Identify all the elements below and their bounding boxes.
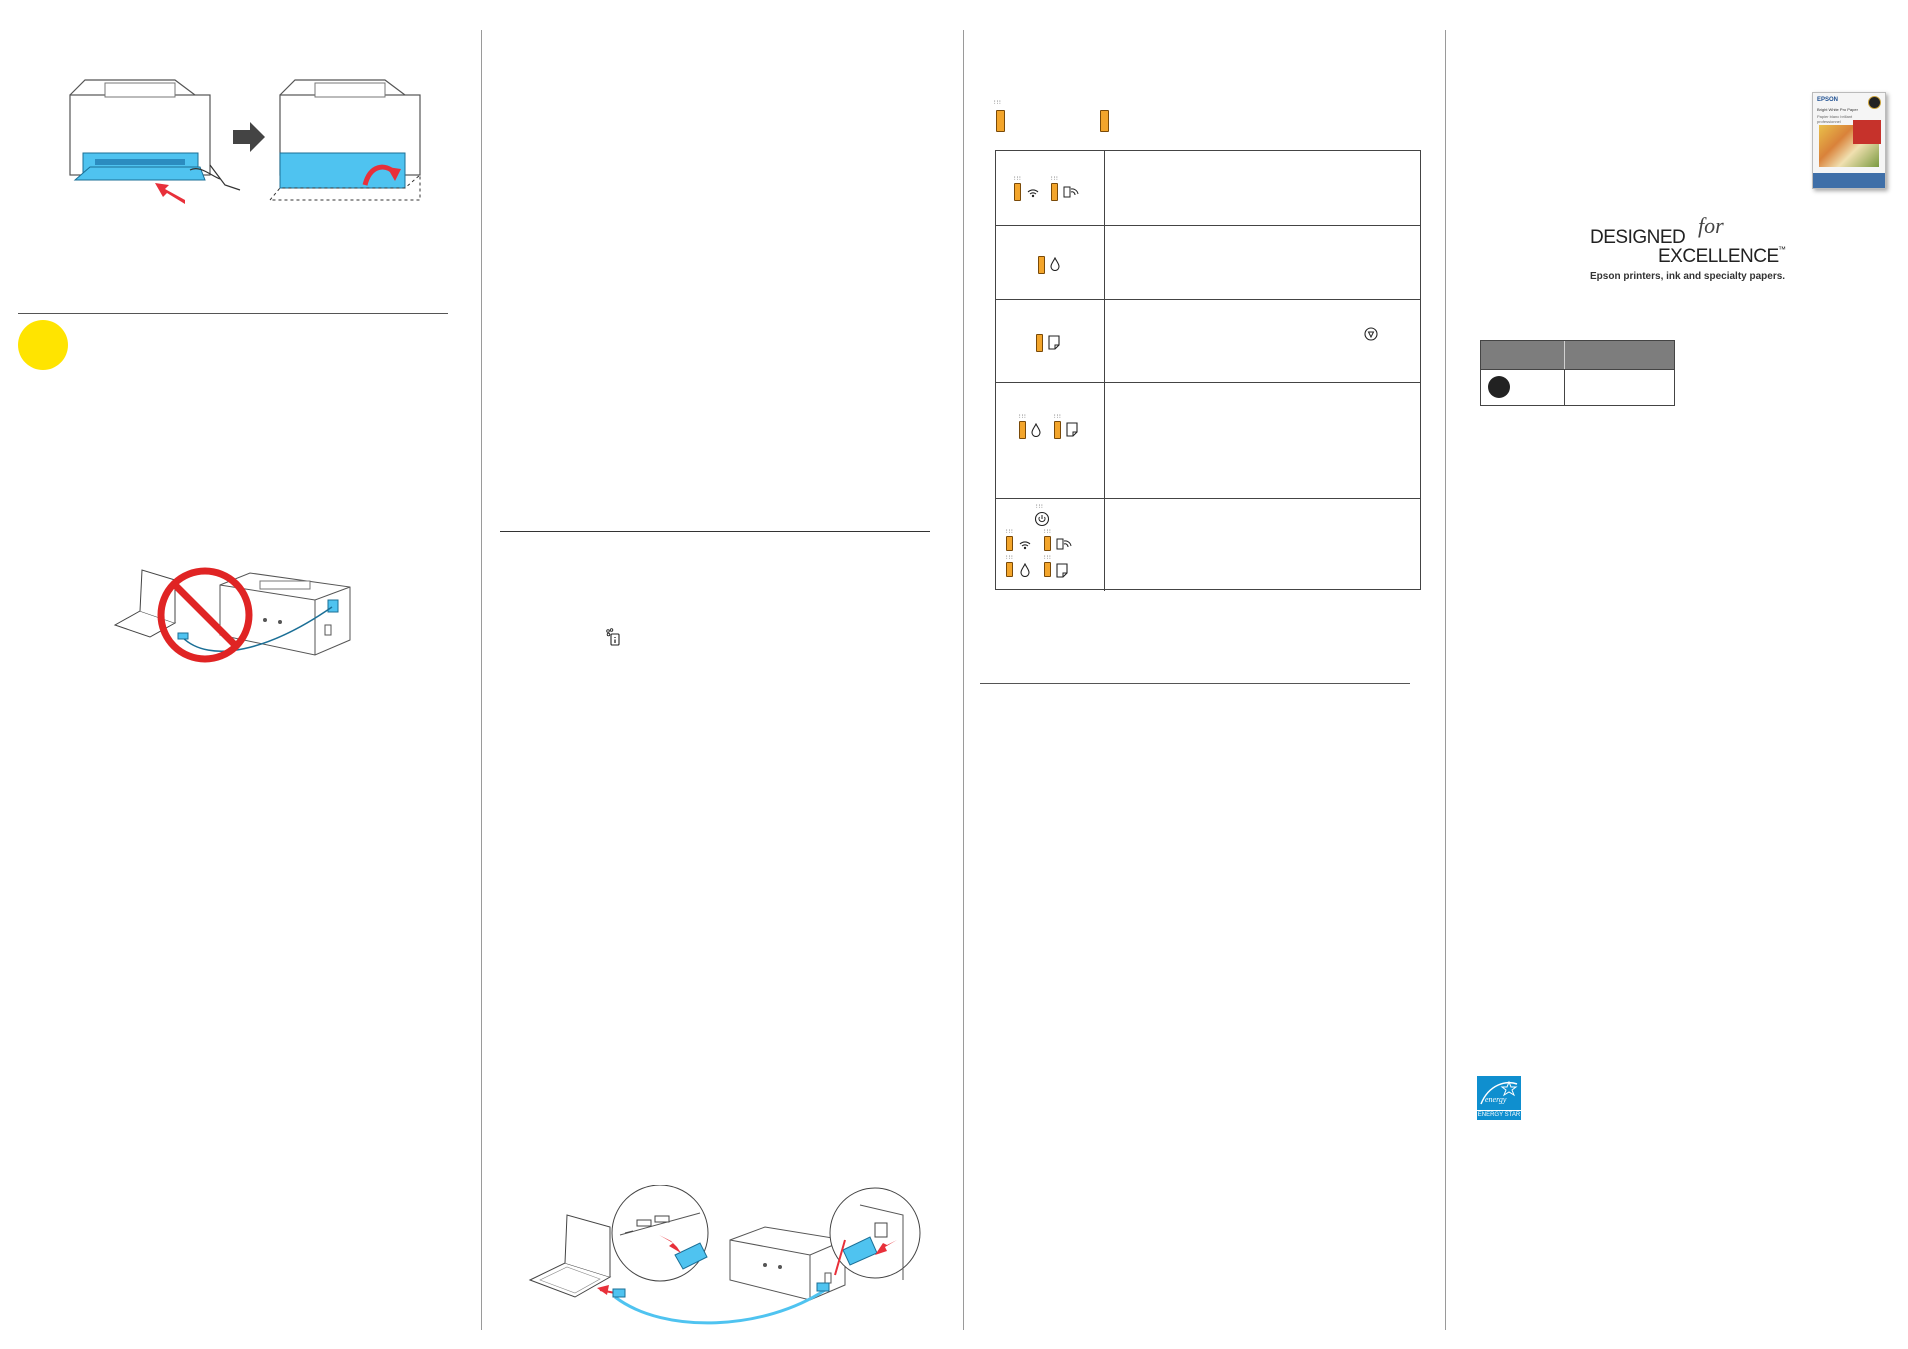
indicator-flashing-icon: [996, 110, 1005, 132]
paper-type-table: [1480, 340, 1675, 406]
logo-tagline: Epson printers, ink and specialty papers…: [1590, 271, 1786, 282]
light-pattern-cell: ⁝⁝⁝ ⁝⁝⁝: [996, 151, 1105, 225]
paper-package-band: [1813, 173, 1885, 188]
light-pattern-cell: [996, 226, 1105, 300]
paper-light-icon: [1036, 334, 1043, 352]
black-dot-icon: [1488, 376, 1510, 398]
stop-button-icon: [1364, 327, 1378, 341]
section-rule: [18, 313, 448, 314]
ink-drop-icon: [1020, 563, 1030, 577]
wifi-direct-light-icon: [1044, 536, 1051, 551]
usb-connection-illustration: [525, 1185, 925, 1335]
light-description-cell: [1105, 226, 1420, 300]
wifi-direct-light-icon: [1051, 183, 1058, 201]
paper-package-photo-accent: [1853, 120, 1881, 144]
energy-star-logo: energy ENERGY STAR: [1477, 1076, 1521, 1120]
section-rule: [980, 683, 1410, 684]
product-status-button-icon: [605, 628, 621, 646]
designed-for-excellence-logo: DESIGNED for EXCELLENCE ™ Epson printers…: [1590, 213, 1810, 288]
column-divider: [1564, 369, 1565, 405]
light-table-row: ⁝⁝⁝ ⁝⁝⁝: [996, 382, 1420, 499]
column-divider-1: [481, 30, 482, 1330]
paper-package-title: Bright White Pro Paper: [1817, 107, 1858, 112]
light-table-row: [996, 299, 1420, 383]
light-pattern-cell: ⁝⁝⁝ ⁝⁝⁝ ⁝⁝⁝ ⁝⁝⁝ ⁝⁝⁝: [996, 499, 1105, 591]
light-table-row: [996, 225, 1420, 300]
light-table-row: ⁝⁝⁝ ⁝⁝⁝: [996, 151, 1420, 225]
wifi-light-icon: [1006, 536, 1013, 551]
ink-light-icon: [1038, 256, 1045, 274]
wifi-icon: [1026, 185, 1040, 199]
indicator-on-icon: [1100, 110, 1109, 132]
power-button-icon: [1034, 511, 1050, 527]
light-pattern-cell: [996, 300, 1105, 383]
light-description-cell: [1105, 499, 1420, 591]
ink-light-icon: [1006, 562, 1013, 577]
energy-star-label: ENERGY STAR: [1477, 1110, 1521, 1118]
paper-cassette-illustration: [65, 75, 425, 215]
light-status-table: ⁝⁝⁝ ⁝⁝⁝: [995, 150, 1421, 591]
row-divider: [1481, 369, 1674, 370]
light-description-cell: [1105, 383, 1420, 499]
light-pattern-cell: ⁝⁝⁝ ⁝⁝⁝: [996, 383, 1105, 499]
paper-package-brand: EPSON: [1817, 97, 1839, 103]
logo-excellence-text: EXCELLENCE: [1658, 246, 1779, 267]
logo-designed-text: DESIGNED: [1590, 227, 1686, 248]
wifi-direct-icon: [1063, 185, 1079, 199]
indicator-flash-marks: ⁝⁝⁝: [994, 100, 1002, 106]
ink-drop-icon: [1050, 257, 1060, 271]
caution-icon: [18, 320, 68, 370]
section-rule: [500, 531, 930, 532]
column-divider-3: [1445, 30, 1446, 1330]
light-description-cell: [1105, 300, 1420, 383]
paper-icon: [1066, 422, 1078, 437]
paper-package-subtitle: Papier blanc brillant professionnel: [1817, 114, 1853, 124]
logo-trademark: ™: [1778, 245, 1786, 254]
light-description-cell: [1105, 151, 1420, 225]
header-column-divider: [1564, 341, 1565, 369]
ink-drop-icon: [1031, 423, 1041, 437]
logo-for-text: for: [1698, 213, 1724, 238]
wifi-light-icon: [1014, 183, 1021, 201]
paper-light-icon: [1054, 421, 1061, 439]
column-divider-2: [963, 30, 964, 1330]
paper-package-seal: [1868, 96, 1881, 109]
no-usb-connection-illustration: [110, 565, 360, 670]
paper-icon: [1048, 335, 1060, 350]
paper-light-icon: [1044, 562, 1051, 577]
ink-light-icon: [1019, 421, 1026, 439]
svg-text:energy: energy: [1485, 1095, 1507, 1104]
paper-icon: [1056, 563, 1068, 578]
wifi-direct-icon: [1056, 537, 1072, 551]
paper-type-table-header: [1481, 341, 1674, 369]
light-table-row: ⁝⁝⁝ ⁝⁝⁝ ⁝⁝⁝ ⁝⁝⁝ ⁝⁝⁝: [996, 498, 1420, 591]
wifi-icon: [1018, 537, 1032, 551]
paper-package-image: EPSON Bright White Pro Paper Papier blan…: [1812, 92, 1886, 189]
